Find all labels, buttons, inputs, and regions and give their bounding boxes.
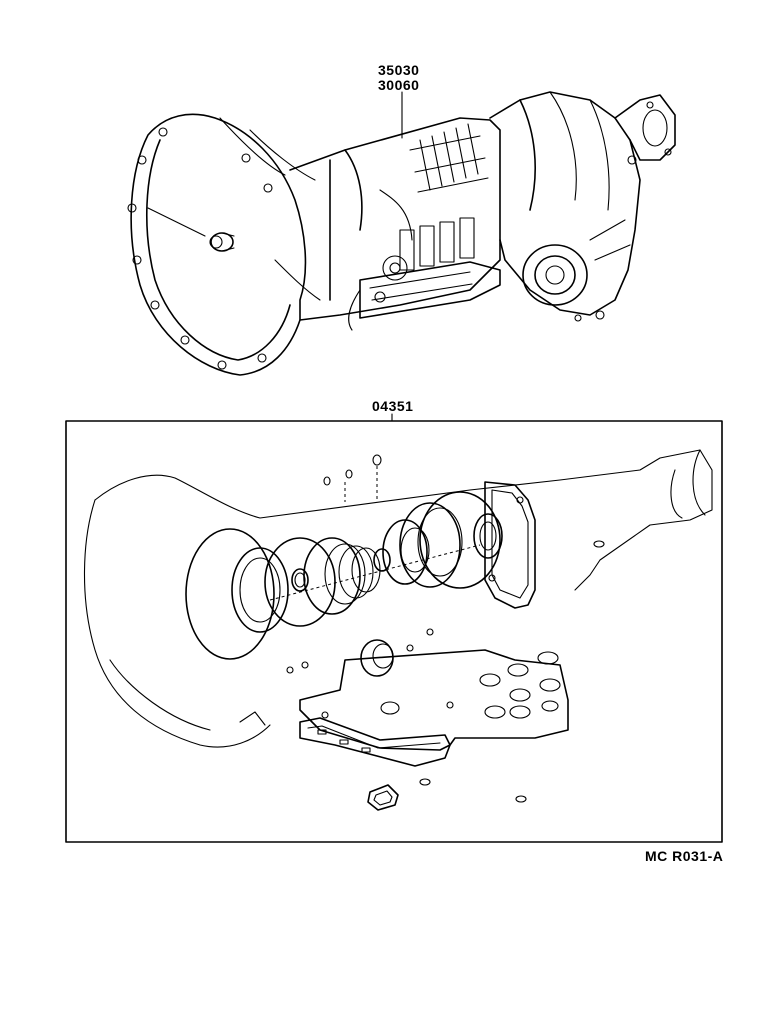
assembly-part-number-2: 30060: [378, 77, 420, 93]
gasket-kit-part-number: 04351: [372, 398, 414, 414]
figure-code: MC R031-A: [645, 848, 724, 864]
gasket-kit-illustration: [83, 449, 713, 811]
gasket-kit-frame: [65, 413, 723, 843]
assembly-part-number-1: 35030: [378, 62, 420, 78]
transmission-assembly-illustration: [127, 91, 676, 376]
